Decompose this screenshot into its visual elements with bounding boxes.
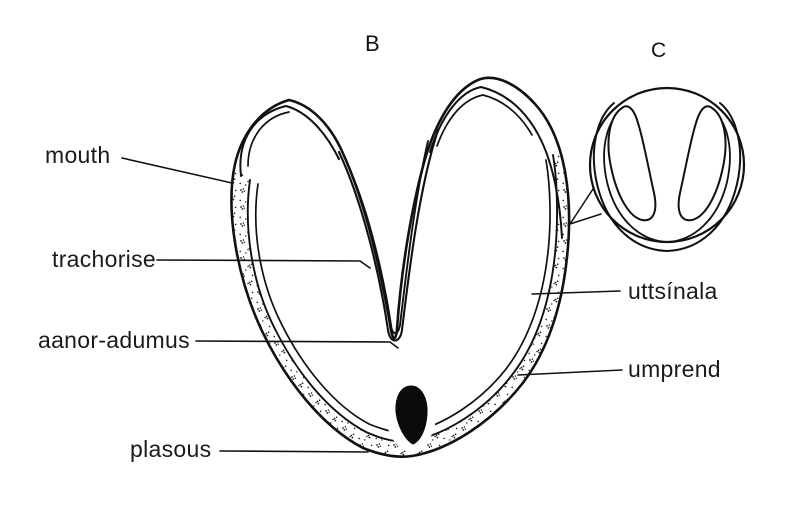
left-lobe-inner-arc-2: [247, 111, 290, 167]
inset-outer-u-1: [592, 102, 742, 252]
label-umprend: umprend: [628, 356, 721, 382]
right-lobe-inner-arc-1: [429, 86, 563, 239]
trachorise-leader-line: [156, 259, 371, 269]
right-lobe-inner-arc-2: [436, 94, 533, 147]
label-aanor-adumus: aanor-adumus: [38, 327, 190, 353]
inset-left-loop: [607, 105, 657, 222]
magnifier-leader-lines: [569, 188, 602, 225]
label-plasous: plasous: [130, 436, 212, 462]
umprend-leader-line: [517, 369, 623, 376]
aanor-adumus-leader-line: [195, 340, 399, 349]
panel-label-c: C: [651, 39, 667, 62]
plasous-leader-line: [219, 450, 369, 453]
inset-right-loop: [677, 105, 727, 222]
mouth-leader-line: [121, 157, 233, 184]
cleft-inner-line: [349, 140, 429, 335]
inset-outer-u-2: [603, 110, 731, 243]
left-lobe-inner-arc-1: [239, 105, 340, 177]
label-trachorise: trachorise: [52, 246, 156, 272]
cleft-outer-line: [337, 128, 440, 342]
label-mouth: mouth: [45, 142, 111, 168]
uttsinala-leader-line: [531, 290, 621, 295]
label-uttsinala: uttsínala: [628, 278, 718, 304]
panel-label-b: B: [365, 31, 380, 56]
black-teardrop: [395, 385, 428, 445]
main-body-outline: [230, 76, 571, 459]
